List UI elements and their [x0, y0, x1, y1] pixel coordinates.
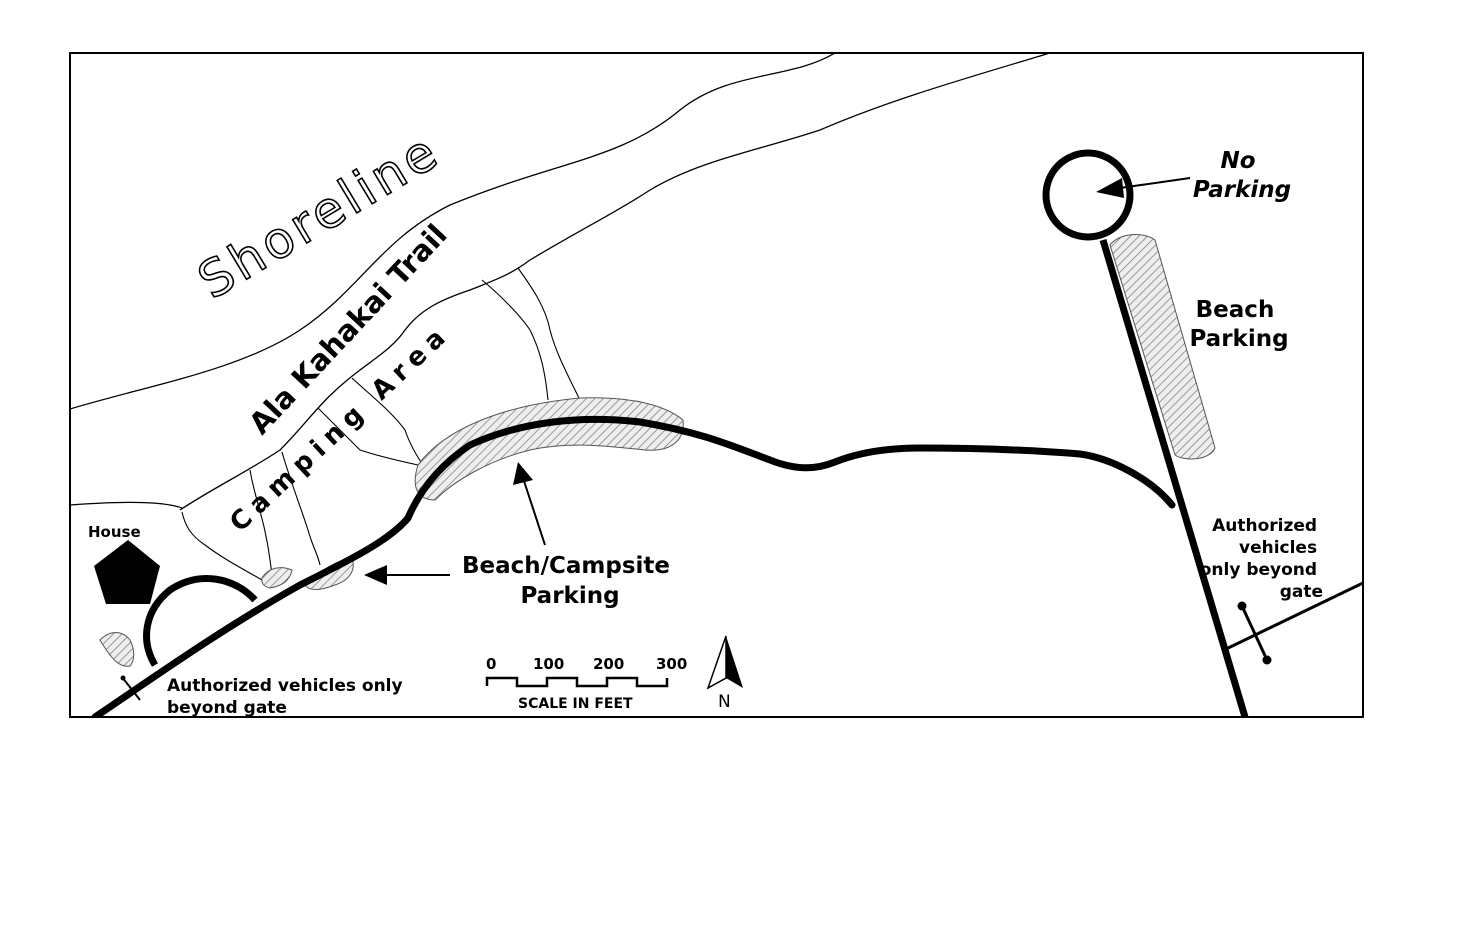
pointer-arrow: [513, 462, 546, 546]
vegetation-line: [179, 53, 1051, 511]
gate-icon: [120, 675, 141, 701]
scale-tick-label: 200: [593, 655, 624, 673]
scale-tick-label: 0: [486, 655, 496, 673]
roadside-parking-area: [261, 567, 293, 589]
beach-edge-line: [70, 501, 183, 509]
main-road: [91, 415, 1176, 717]
house-parking-area: [99, 632, 135, 667]
beach-access-road: [1099, 239, 1249, 717]
beach-parking-label: Beach Parking: [1189, 297, 1288, 352]
campsite-divider: [317, 407, 419, 466]
north-label: N: [718, 692, 731, 712]
campsite-divider: [517, 267, 581, 401]
shoreline-line: [70, 53, 836, 410]
cul-de-sac-circle: [1042, 149, 1134, 241]
beach-parking-area: [1109, 234, 1216, 460]
pointer-arrow: [1096, 177, 1191, 198]
campsite-divider: [351, 377, 426, 469]
house-label: House: [88, 523, 141, 541]
house-pentagon-icon: [94, 540, 160, 604]
house-driveway-loop: [143, 575, 258, 667]
gate-icon: [1237, 601, 1272, 665]
gate-note-left: Authorized vehicles only beyond gate: [167, 676, 409, 718]
no-parking-label: No Parking: [1193, 148, 1291, 203]
campsite-divider: [249, 469, 273, 576]
campsite-divider: [181, 511, 263, 581]
scale-bar: 0 100 200 300 SCALE IN FEET: [485, 655, 687, 712]
campsite-divider: [281, 451, 321, 566]
side-road: [1223, 581, 1363, 652]
scale-tick-label: 100: [533, 655, 564, 673]
gate-note-right: Authorized vehicles only beyond gate: [1200, 516, 1323, 602]
north-arrow-icon: N: [706, 635, 743, 712]
campsite-parking-label: Beach/Campsite Parking: [462, 553, 678, 609]
pointer-arrow: [364, 565, 450, 585]
campsite-divider: [481, 279, 549, 401]
scale-caption: SCALE IN FEET: [518, 696, 633, 712]
scale-tick-label: 300: [656, 655, 687, 673]
